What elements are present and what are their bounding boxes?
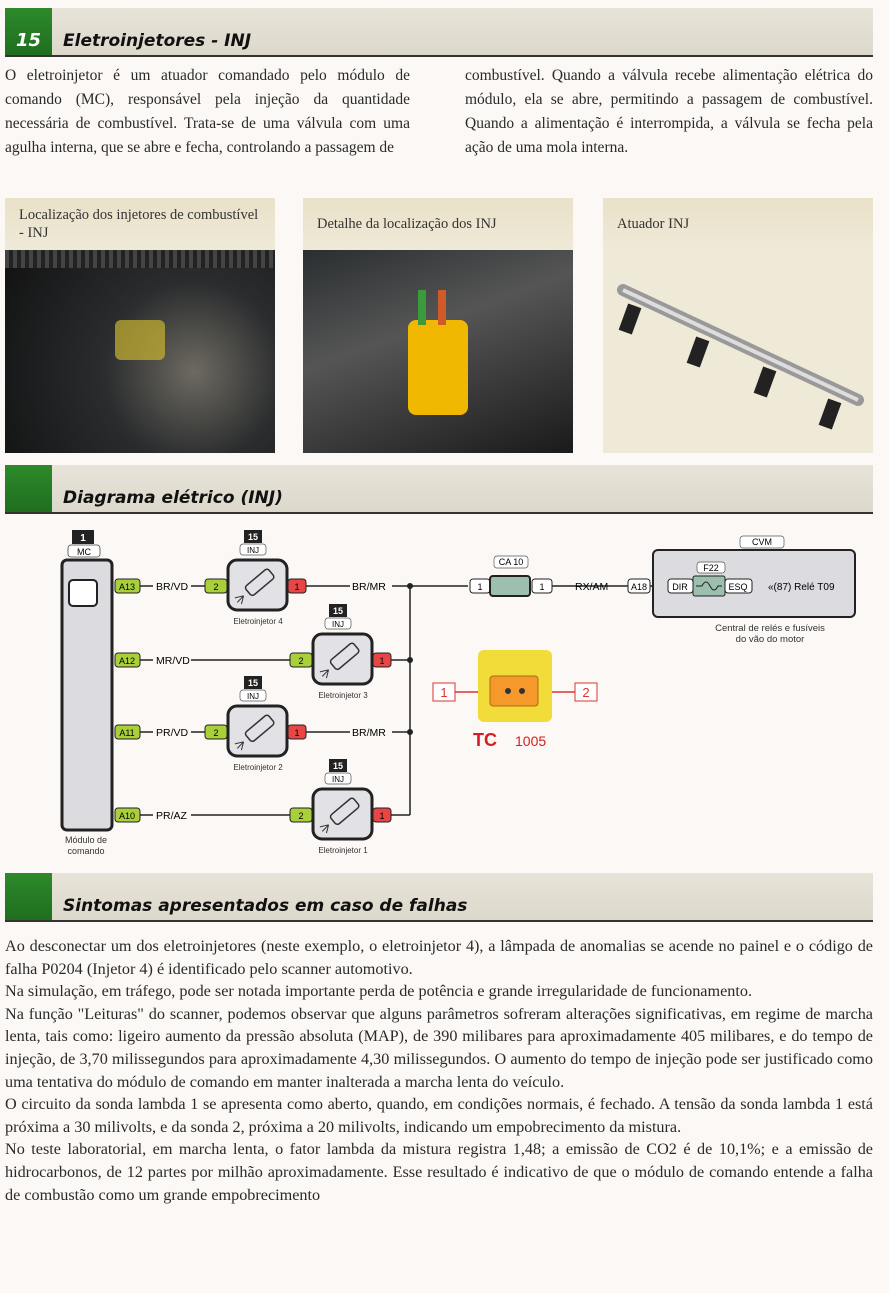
pin-label: 2 <box>213 582 218 592</box>
photo-engine-location: Localização dos injetores de combustível… <box>5 198 275 453</box>
photo-caption: Detalhe da localização dos INJ <box>303 198 573 250</box>
fuse-icon <box>696 581 722 591</box>
mc-label: comando <box>67 846 104 856</box>
fuse-pin-dir: DIR <box>672 582 688 592</box>
relay-reference: «(87) Relé T09 <box>768 582 835 593</box>
injector-label: Eletroinjetor 4 <box>233 617 283 626</box>
fuse-pin-esq: ESQ <box>728 582 747 592</box>
cvm-label: Central de relés e fusíveis <box>715 623 825 634</box>
wire-label: PR/AZ <box>156 810 188 822</box>
injector-detail-image <box>303 250 573 453</box>
section-marker <box>5 465 52 512</box>
pin-label: 1 <box>477 582 482 592</box>
section-title: Diagrama elétrico (INJ) <box>63 488 283 508</box>
section-title: Eletroinjetores - INJ <box>63 31 252 51</box>
pin-a12: A12 <box>119 656 135 666</box>
wire-label: BR/VD <box>156 581 189 593</box>
injector-4: 15 INJ 2 1 Eletroinjetor 4 <box>204 530 307 626</box>
connector-reference: 1005 <box>515 733 546 749</box>
photo-injector-actuator: Atuador INJ <box>603 198 873 453</box>
fuse-relay-box: CVM A18 F22 DIR ESQ «(87) Relé T09 Centr… <box>627 535 856 645</box>
wire-label: PR/VD <box>156 727 189 739</box>
cvm-code: CVM <box>752 537 772 547</box>
pin-label: 1 <box>294 582 299 592</box>
injector-code: INJ <box>247 546 259 555</box>
photo-caption: Localização dos injetores de combustível… <box>5 198 275 250</box>
injector-label: Eletroinjetor 2 <box>233 763 283 772</box>
pin-label: 1 <box>539 582 544 592</box>
fuse-code: F22 <box>703 563 719 573</box>
section-number: 15 <box>5 8 52 55</box>
injector-number: 15 <box>333 606 343 616</box>
wire-label: MR/VD <box>156 655 190 667</box>
injector-icon <box>226 558 289 612</box>
section-header-diagram: Diagrama elétrico (INJ) <box>5 465 873 514</box>
injector-code: INJ <box>332 620 344 629</box>
injector-icon <box>226 704 289 758</box>
injector-connector-pinout: 1 2 TC 1005 <box>432 650 598 750</box>
pin-label: 1 <box>379 811 384 821</box>
injector-icon <box>311 787 374 841</box>
pinout-pin-2: 2 <box>582 685 589 700</box>
injector-number: 15 <box>248 678 258 688</box>
mc-number: 1 <box>80 533 86 544</box>
paragraph: No teste laboratorial, em marcha lenta, … <box>5 1140 873 1204</box>
pin-a10: A10 <box>119 811 135 821</box>
intro-right-column: combustível. Quando a válvula recebe ali… <box>465 67 873 156</box>
mc-number-tag <box>72 530 94 544</box>
pin-label: 2 <box>298 811 303 821</box>
section-header-symptoms: Sintomas apresentados em caso de falhas <box>5 873 873 922</box>
paragraph: O circuito da sonda lambda 1 se apresent… <box>5 1095 873 1136</box>
chip-icon <box>68 579 98 607</box>
engine-bay-image <box>5 250 275 453</box>
injector-code: INJ <box>247 692 259 701</box>
injector-icon <box>311 632 374 686</box>
injector-number: 15 <box>248 532 258 542</box>
pin-label: 2 <box>213 728 218 738</box>
paragraph: Na função "Leituras" do scanner, podemos… <box>5 1004 873 1091</box>
injector-3: 15 INJ 2 1 Eletroinjetor 3 <box>289 604 392 700</box>
paragraph: Ao desconectar um dos eletroinjetores (n… <box>5 937 873 978</box>
cvm-label: do vão do motor <box>736 634 805 645</box>
injector-label: Eletroinjetor 3 <box>318 691 368 700</box>
intro-left-column: O eletroinjetor é um atuador comandado p… <box>5 67 410 156</box>
symptoms-text: Ao desconectar um dos eletroinjetores (n… <box>5 935 873 1206</box>
fuel-rail-image <box>603 250 873 453</box>
pin-a11: A11 <box>119 728 134 738</box>
wire-label: BR/MR <box>352 727 386 739</box>
ca10-code: CA 10 <box>499 557 524 567</box>
fuel-rail-drawing <box>617 284 864 430</box>
photo-injector-detail: Detalhe da localização dos INJ <box>303 198 573 453</box>
pin-a13: A13 <box>119 582 135 592</box>
wiring-diagram: 1 MC Módulo de comando A13 A12 A11 A10 B… <box>60 530 856 856</box>
section-marker <box>5 873 52 920</box>
wire-label: BR/MR <box>352 581 386 593</box>
paragraph: Na simulação, em tráfego, pode ser notad… <box>5 982 753 1001</box>
module-pins: A13 A12 A11 A10 <box>114 578 141 823</box>
wire-label: RX/AM <box>575 581 608 593</box>
photo-caption: Atuador INJ <box>603 198 873 250</box>
section-title: Sintomas apresentados em caso de falhas <box>63 896 468 916</box>
injector-number: 15 <box>333 761 343 771</box>
connector-ca10: CA 10 1 1 <box>469 555 585 597</box>
pinout-pin-1: 1 <box>440 685 447 700</box>
tc-logo: TC <box>473 730 497 750</box>
pin-a18: A18 <box>631 582 647 592</box>
injector-code: INJ <box>332 775 344 784</box>
pin-label: 2 <box>298 656 303 666</box>
section-header-injectors: 15 Eletroinjetores - INJ <box>5 8 873 57</box>
pin-label: 1 <box>294 728 299 738</box>
pin-label: 1 <box>379 656 384 666</box>
injector-1: 15 INJ 2 1 Eletroinjetor 1 <box>289 759 392 855</box>
injector-2: 15 INJ 2 1 Eletroinjetor 2 <box>204 676 307 772</box>
control-module-box <box>60 558 114 832</box>
injector-label: Eletroinjetor 1 <box>318 846 368 855</box>
mc-code: MC <box>77 547 91 557</box>
mc-label: Módulo de <box>65 835 107 845</box>
